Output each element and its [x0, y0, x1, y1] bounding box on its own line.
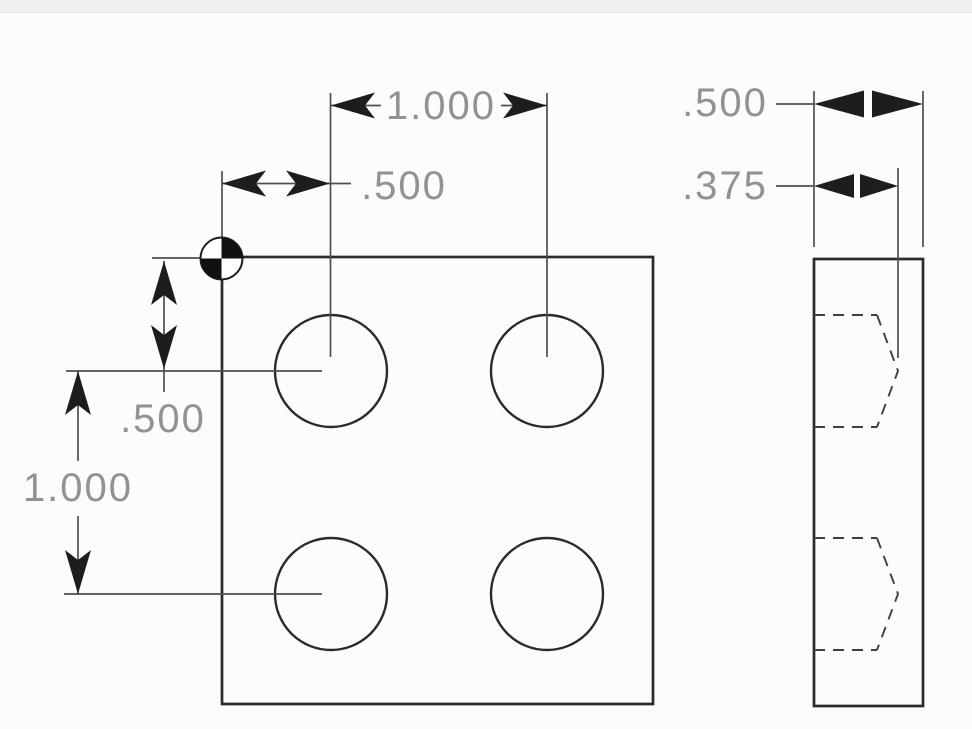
dim-label-hole-offset-x: .500 — [361, 164, 447, 208]
dimension-hole-offset-x: .500 — [222, 164, 447, 208]
dim-label-hole-spacing-y: 1.000 — [23, 466, 133, 510]
dimension-hole-offset-y: .500 — [120, 261, 206, 441]
arrowhead-left — [331, 92, 375, 119]
hidden-drill-point — [876, 537, 900, 651]
hidden-drill-point — [876, 314, 900, 428]
hole-bottom-right — [489, 536, 605, 652]
arrowhead-up — [65, 371, 91, 415]
arrowhead-right — [872, 90, 923, 118]
dimension-hole-spacing-y: 1.000 — [23, 371, 133, 594]
dimension-hole-spacing-x: 1.000 — [331, 84, 547, 128]
arrowhead-left — [814, 90, 864, 118]
arrowhead-left — [814, 174, 854, 198]
dim-label-hole-spacing-x: 1.000 — [386, 84, 496, 128]
top-bar — [0, 0, 972, 13]
origin-datum-icon — [199, 236, 244, 281]
dim-label-hole-offset-y: .500 — [120, 397, 206, 441]
arrowhead-down — [151, 325, 177, 369]
front-plate-outline — [220, 255, 655, 706]
arrowhead-right — [503, 92, 547, 119]
side-view: .500 .375 — [682, 81, 925, 708]
dim-label-thickness: .500 — [682, 81, 768, 125]
hidden-hole-bottom — [814, 537, 900, 651]
dim-label-hole-depth: .375 — [682, 164, 768, 208]
arrowhead-left — [222, 170, 266, 197]
side-plate-outline — [812, 257, 925, 708]
dimension-hole-depth: .375 — [682, 164, 898, 208]
arrowhead-right — [860, 174, 898, 198]
arrowhead-up — [151, 261, 177, 305]
arrowhead-right — [286, 170, 330, 197]
dimension-thickness: .500 — [682, 81, 923, 125]
origin-quadrant-bottom-left — [200, 258, 222, 280]
front-view: 1.000 .500 .500 1.000 — [23, 84, 655, 706]
origin-quadrant-top-right — [221, 237, 243, 259]
top-bar-fill — [0, 0, 972, 12]
hidden-hole-top — [814, 314, 900, 428]
arrowhead-down — [65, 550, 91, 594]
